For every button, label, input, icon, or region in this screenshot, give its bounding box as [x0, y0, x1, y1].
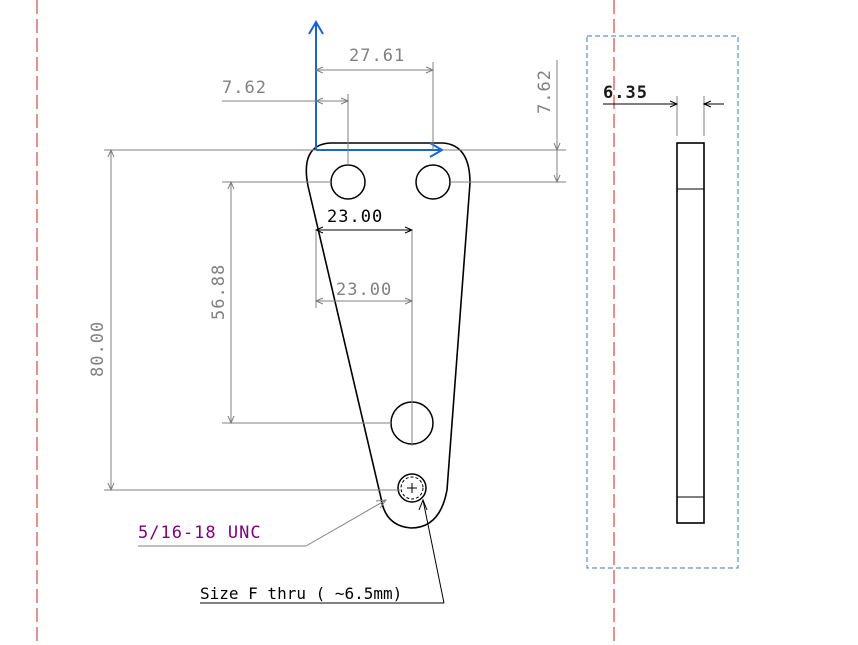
tapped-hole — [397, 473, 427, 503]
link-plate-outline — [305, 142, 471, 529]
dim-thickness: 6.35 — [603, 83, 724, 136]
tapped-hole-thread-ring — [400, 476, 424, 500]
dim-axis-to-hole-text: 7.62 — [222, 78, 267, 98]
dim-axis-to-hole: 7.62 — [222, 78, 350, 165]
drill-callout-text: Size F thru ( ~6.5mm) — [200, 584, 402, 603]
dim-overall-height: 80.00 — [88, 148, 400, 492]
dim-top-hole-spacing-text: 27.61 — [349, 46, 405, 66]
dim-horizontal-upper: 23.00 — [314, 207, 414, 234]
dim-horizontal-upper-text: 23.00 — [327, 207, 383, 227]
dim-horizontal-lower: 23.00 — [314, 230, 414, 446]
dim-thickness-text: 6.35 — [603, 83, 648, 103]
dim-overall-height-text: 80.00 — [88, 321, 108, 377]
dim-top-edge-offset: 7.62 — [443, 60, 566, 184]
origin-axes — [308, 20, 444, 158]
dim-top-edge-offset-text: 7.62 — [535, 69, 555, 114]
top-right-hole — [415, 164, 451, 200]
dim-hole-vertical-spacing-text: 56.88 — [209, 264, 229, 320]
thread-callout: 5/16-18 UNC — [138, 499, 388, 547]
dim-hole-vertical-spacing: 56.88 — [209, 180, 391, 425]
side-view — [676, 142, 705, 524]
top-left-hole — [330, 164, 366, 200]
thread-callout-text: 5/16-18 UNC — [138, 523, 262, 543]
dim-top-hole-spacing: 27.61 — [314, 46, 435, 150]
drill-callout: Size F thru ( ~6.5mm) — [200, 498, 445, 604]
side-view-frame — [586, 35, 739, 569]
dim-horizontal-lower-text: 23.00 — [336, 280, 392, 300]
